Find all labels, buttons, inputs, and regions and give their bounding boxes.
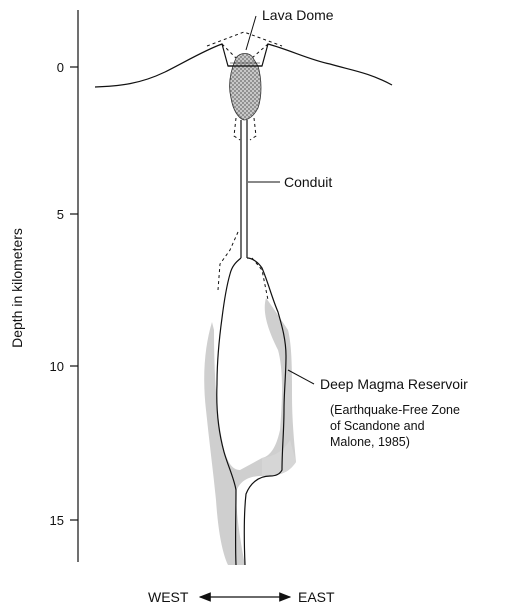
reservoir-note-line-1: (Earthquake-Free Zone bbox=[330, 403, 460, 417]
former-summit-outline bbox=[207, 32, 282, 46]
conduit-label: Conduit bbox=[284, 174, 332, 190]
east-label: EAST bbox=[298, 589, 335, 605]
y-tick-label-15: 15 bbox=[50, 513, 64, 528]
earthquake-free-zone-shading bbox=[204, 298, 296, 565]
y-tick-label-5: 5 bbox=[57, 207, 64, 222]
y-axis-label: Depth in kilometers bbox=[9, 228, 25, 348]
y-axis-ticks bbox=[70, 67, 78, 520]
lava-dome-label: Lava Dome bbox=[262, 7, 334, 23]
dome-plug-stipple bbox=[230, 54, 261, 121]
y-tick-label-10: 10 bbox=[50, 359, 64, 374]
reservoir-note-line-2: of Scandone and bbox=[330, 419, 425, 433]
upper-conduit-dashes bbox=[234, 118, 256, 140]
y-tick-label-0: 0 bbox=[57, 60, 64, 75]
reservoir-note-line-3: Malone, 1985) bbox=[330, 435, 410, 449]
reservoir-label: Deep Magma Reservoir bbox=[320, 376, 468, 392]
west-label: WEST bbox=[148, 589, 189, 605]
